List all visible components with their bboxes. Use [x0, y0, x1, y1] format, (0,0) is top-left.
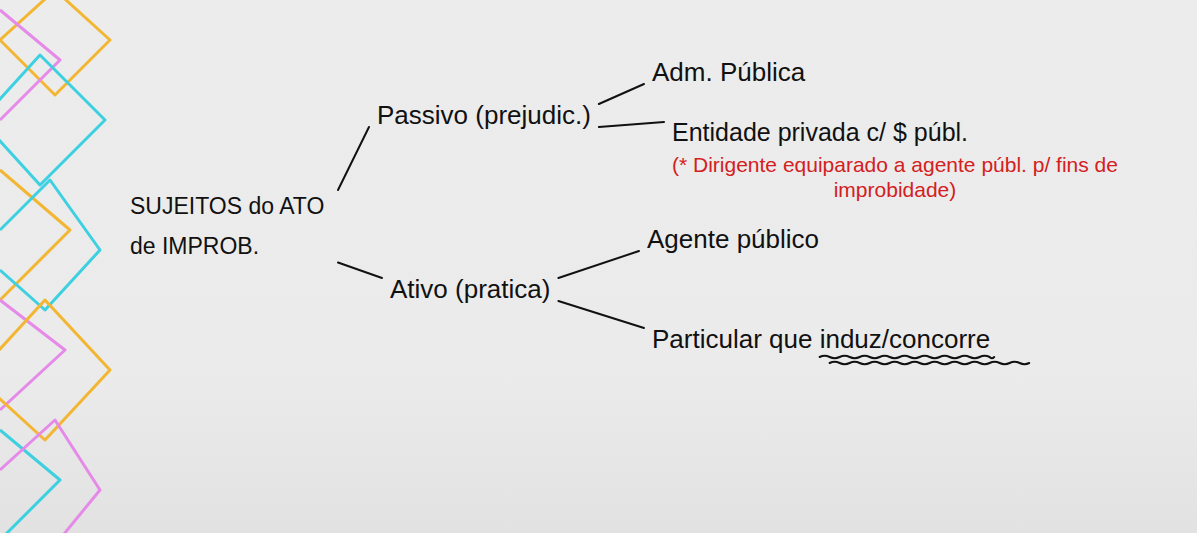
pattern-line: [0, 55, 105, 185]
pattern-line: [0, 430, 60, 533]
node-text: Particular que induz/concorre: [652, 324, 990, 355]
red-note: (* Dirigente equiparado a agente públ. p…: [660, 152, 1130, 202]
node-text: Entidade privada c/ $ públ.: [672, 118, 968, 147]
side-pattern: [0, 0, 110, 533]
node-text: SUJEITOS do ATO de IMPROB.: [130, 186, 330, 267]
pattern-line: [0, 420, 100, 533]
tree-branch: [558, 301, 644, 328]
wavy-underline: [830, 362, 1030, 365]
wavy-underline: [820, 356, 995, 359]
node-text: Adm. Pública: [652, 57, 805, 88]
tree-node: SUJEITOS do ATO de IMPROB.: [128, 184, 332, 269]
tree-branch: [558, 251, 639, 278]
tree-branch: [338, 127, 369, 190]
tree-node: Agente público: [645, 222, 821, 257]
tree-branch: [599, 122, 664, 127]
pattern-line: [0, 180, 100, 310]
tree-node: Particular que induz/concorre: [650, 322, 992, 357]
tree-node: Ativo (pratica): [388, 272, 552, 307]
pattern-line: [0, 300, 65, 410]
tree-branch: [338, 263, 382, 279]
tree-branch: [599, 84, 644, 104]
tree-node: Entidade privada c/ $ públ.: [670, 116, 970, 149]
tree-node: Adm. Pública: [650, 55, 807, 90]
node-text: Agente público: [647, 224, 819, 255]
node-text: Ativo (pratica): [390, 274, 550, 305]
tree-node: Passivo (prejudic.): [375, 98, 593, 133]
node-text: Passivo (prejudic.): [377, 100, 591, 131]
